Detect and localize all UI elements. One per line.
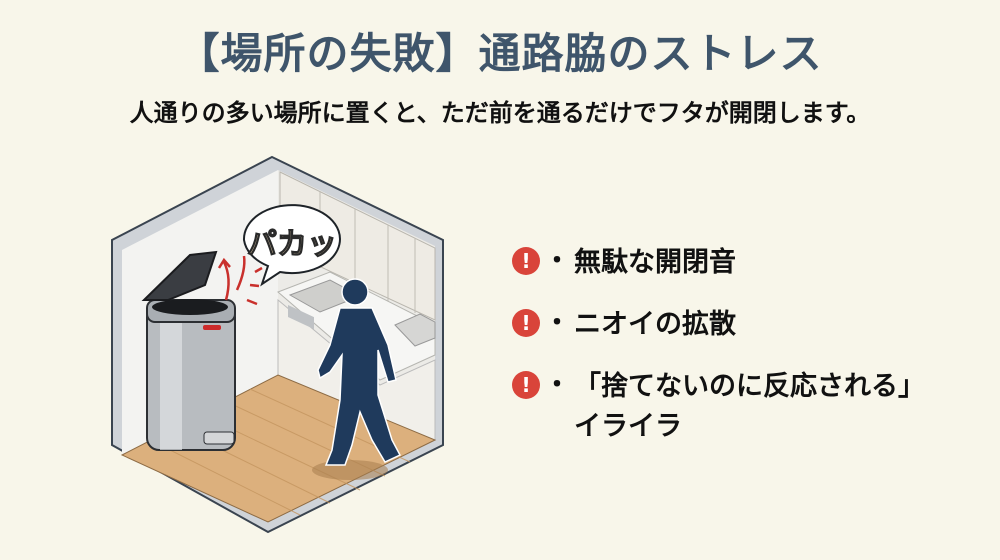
trash-can-lid [141, 250, 218, 301]
problem-item: ! ・ ニオイの拡散 [512, 305, 982, 345]
problem-item: ! ・ 「捨てないのに反応される」 イライラ [512, 367, 982, 447]
exclamation-circle-icon: ! [512, 309, 540, 337]
problem-text: 「捨てないのに反応される」 イライラ [574, 371, 925, 442]
exclamation-circle-icon: ! [512, 247, 540, 275]
page-title: 【場所の失敗】通路脇のストレス [177, 29, 823, 78]
walking-person [312, 278, 402, 480]
speech-bubble: パカッ [242, 204, 341, 287]
bullet: ・ [543, 370, 570, 400]
problem-item: ! ・ 無駄な開閉音 [512, 243, 982, 283]
bullet: ・ [543, 308, 570, 338]
page-subtitle: 人通りの多い場所に置くと、ただ前を通るだけでフタが開閉します。 [129, 99, 871, 127]
svg-text:パカッ: パカッ [247, 227, 337, 262]
lid-open-arrows [217, 255, 263, 306]
sensor-trash-can [141, 250, 236, 451]
problem-list: ! ・ 無駄な開閉音 ! ・ ニオイの拡散 ! ・ 「捨てないのに反応される」 … [512, 243, 982, 469]
kitchen-illustration: パカッ [100, 150, 460, 550]
bullet: ・ [543, 246, 570, 276]
exclamation-circle-icon: ! [512, 371, 540, 399]
problem-text: 無駄な開閉音 [574, 247, 736, 278]
problem-text: ニオイの拡散 [574, 309, 736, 340]
